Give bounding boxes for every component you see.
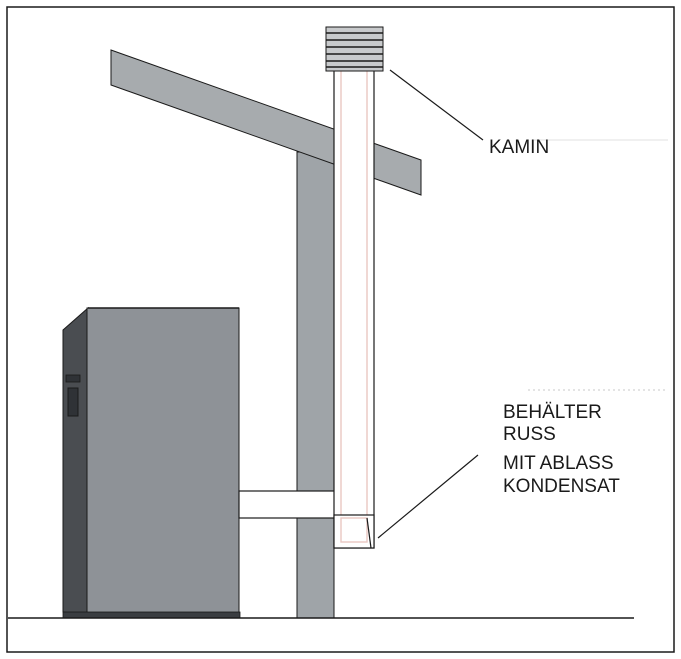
- kamin-leader-line: [389, 69, 484, 141]
- diagram-frame: [6, 6, 675, 653]
- behaelter-leader-line: [377, 454, 479, 539]
- behaelter-label-line-3: MIT ABLASS: [503, 453, 614, 474]
- behaelter-label-line-2: RUSS: [503, 424, 556, 445]
- boiler-side-panel: [62, 306, 89, 616]
- behaelter-label-line-4: KONDENSAT: [503, 476, 620, 497]
- soot-collector-container: [333, 514, 375, 549]
- boiler-door-handle: [67, 387, 79, 417]
- behaelter-label-line-1: BEHÄLTER: [503, 402, 602, 423]
- wall-post: [296, 151, 335, 619]
- condensate-drain-outlet: [366, 517, 372, 549]
- kamin-label: KAMIN: [489, 137, 549, 158]
- boiler-body: [86, 307, 240, 616]
- soot-collector-inner: [340, 517, 368, 543]
- boiler-base: [62, 611, 241, 619]
- chimney-cap: [325, 26, 384, 72]
- chimney-pipe: [333, 69, 375, 549]
- horizontal-flue-pipe: [238, 490, 340, 519]
- boiler-side-latch: [65, 374, 81, 383]
